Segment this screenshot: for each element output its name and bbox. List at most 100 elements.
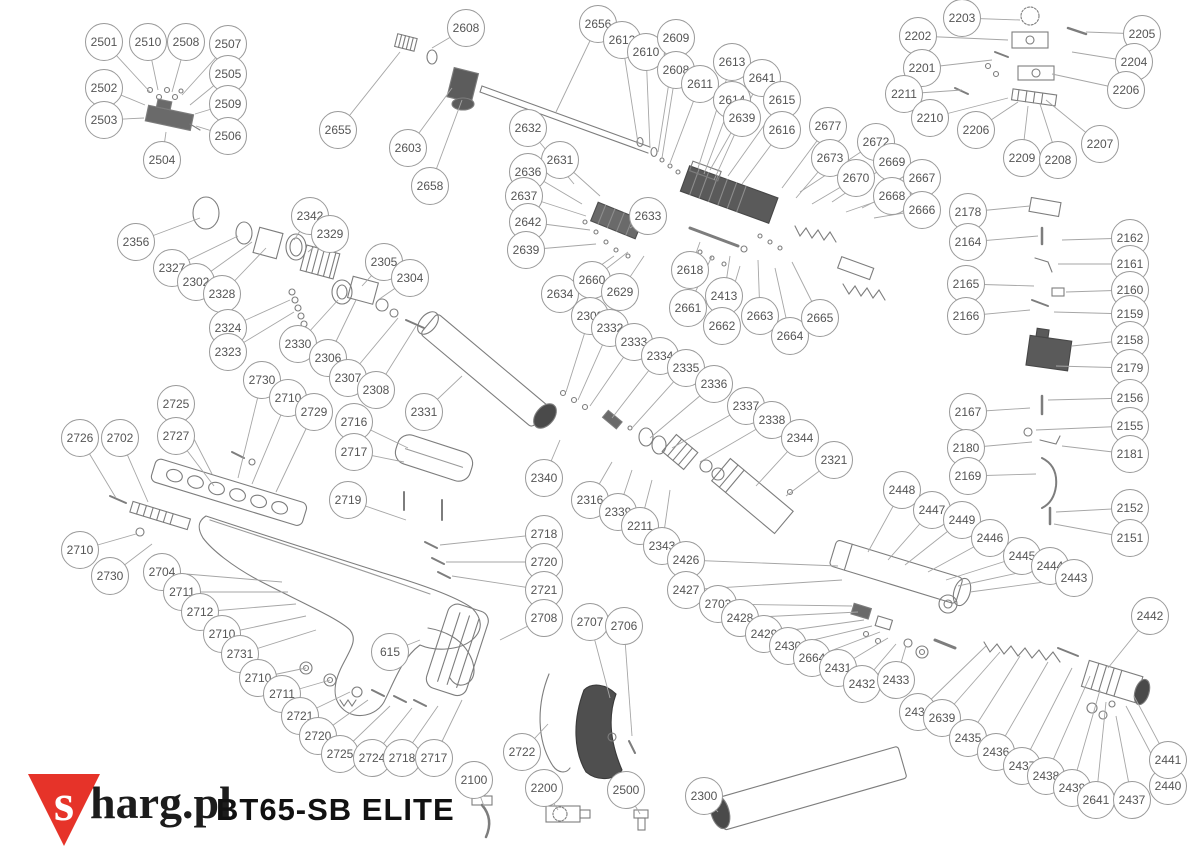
part-balloon-2441: 2441 bbox=[1149, 741, 1187, 779]
part-balloon-2501: 2501 bbox=[85, 23, 123, 61]
part-balloon-2344: 2344 bbox=[781, 419, 819, 457]
part-balloon-2719: 2719 bbox=[329, 481, 367, 519]
part-balloon-2510: 2510 bbox=[129, 23, 167, 61]
part-balloon-2428: 2428 bbox=[721, 599, 759, 637]
part-balloon-2356: 2356 bbox=[117, 223, 155, 261]
part-balloon-2706: 2706 bbox=[605, 607, 643, 645]
part-balloon-2162: 2162 bbox=[1111, 219, 1149, 257]
trigger-group-parts bbox=[1023, 196, 1073, 526]
hammer-springs bbox=[794, 225, 886, 301]
part-balloon-2639: 2639 bbox=[723, 99, 761, 137]
part-balloon-2603: 2603 bbox=[389, 129, 427, 167]
part-balloon-2507: 2507 bbox=[209, 25, 247, 63]
part-balloon-2508: 2508 bbox=[167, 23, 205, 61]
part-balloon-2202: 2202 bbox=[899, 17, 937, 55]
part-balloon-2639: 2639 bbox=[923, 699, 961, 737]
part-balloon-2662: 2662 bbox=[703, 307, 741, 345]
part-balloon-2204: 2204 bbox=[1115, 43, 1153, 81]
valve-chain-parts bbox=[559, 389, 794, 535]
part-balloon-2433: 2433 bbox=[877, 661, 915, 699]
part-balloon-2717: 2717 bbox=[335, 433, 373, 471]
part-balloon-2710: 2710 bbox=[61, 531, 99, 569]
part-balloon-2308: 2308 bbox=[357, 371, 395, 409]
part-balloon-2207: 2207 bbox=[1081, 125, 1119, 163]
rear-sight-parts bbox=[144, 86, 201, 132]
part-balloon-2717: 2717 bbox=[415, 739, 453, 777]
piston-seal-parts bbox=[192, 196, 425, 329]
part-balloon-2340: 2340 bbox=[525, 459, 563, 497]
part-balloon-2609: 2609 bbox=[657, 19, 695, 57]
barrel bbox=[479, 85, 681, 175]
part-balloon-2730: 2730 bbox=[91, 557, 129, 595]
leader-lines bbox=[79, 17, 1169, 815]
part-balloon-2631: 2631 bbox=[541, 141, 579, 179]
part-balloon-2704: 2704 bbox=[143, 553, 181, 591]
part-balloon-2666: 2666 bbox=[903, 191, 941, 229]
part-balloon-2329: 2329 bbox=[311, 215, 349, 253]
receiver-block bbox=[679, 160, 779, 253]
part-balloon-2633: 2633 bbox=[629, 197, 667, 235]
part-balloon-2181: 2181 bbox=[1111, 435, 1149, 473]
cocking-rail bbox=[582, 201, 783, 267]
part-balloon-2667: 2667 bbox=[903, 159, 941, 197]
part-balloon-2504: 2504 bbox=[143, 141, 181, 179]
part-balloon-2304: 2304 bbox=[391, 259, 429, 297]
part-balloon-2164: 2164 bbox=[949, 223, 987, 261]
part-balloon-2443: 2443 bbox=[1055, 559, 1093, 597]
part-balloon-2300: 2300 bbox=[685, 777, 723, 815]
part-balloon-2639: 2639 bbox=[507, 231, 545, 269]
butt-pad bbox=[539, 673, 636, 780]
part-balloon-2725: 2725 bbox=[157, 385, 195, 423]
part-balloon-2211: 2211 bbox=[621, 507, 659, 545]
part-balloon-2502: 2502 bbox=[85, 69, 123, 107]
part-balloon-2661: 2661 bbox=[669, 289, 707, 327]
part-balloon-2611: 2611 bbox=[681, 65, 719, 103]
muzzle-parts bbox=[393, 33, 480, 111]
part-balloon-2722: 2722 bbox=[503, 733, 541, 771]
part-balloon-615: 615 bbox=[371, 633, 409, 671]
part-balloon-2641: 2641 bbox=[1077, 781, 1115, 819]
part-balloon-2151: 2151 bbox=[1111, 519, 1149, 557]
part-balloon-2665: 2665 bbox=[801, 299, 839, 337]
part-balloon-2503: 2503 bbox=[85, 101, 123, 139]
part-balloon-2323: 2323 bbox=[209, 333, 247, 371]
part-balloon-2616: 2616 bbox=[763, 111, 801, 149]
part-balloon-2729: 2729 bbox=[295, 393, 333, 431]
pressure-assembly bbox=[829, 540, 1151, 720]
part-balloon-2707: 2707 bbox=[571, 603, 609, 641]
part-balloon-2206: 2206 bbox=[1107, 71, 1145, 109]
part-balloon-2726: 2726 bbox=[61, 419, 99, 457]
model-title: BT65-SB ELITE bbox=[216, 792, 455, 827]
part-balloon-2618: 2618 bbox=[671, 251, 709, 289]
part-balloon-2506: 2506 bbox=[209, 117, 247, 155]
logo-letter: s bbox=[53, 775, 75, 832]
part-balloon-2655: 2655 bbox=[319, 111, 357, 149]
scope-mount-parts bbox=[954, 6, 1088, 107]
part-balloon-2336: 2336 bbox=[695, 365, 733, 403]
part-balloon-2331: 2331 bbox=[405, 393, 443, 431]
part-balloon-2664: 2664 bbox=[771, 317, 809, 355]
part-balloon-2206: 2206 bbox=[957, 111, 995, 149]
bottom-small-parts bbox=[471, 795, 649, 839]
stock-hardware bbox=[299, 541, 475, 707]
brand-text: harg.pl bbox=[90, 777, 232, 828]
part-balloon-2100: 2100 bbox=[455, 761, 493, 799]
part-balloon-2200: 2200 bbox=[525, 769, 563, 807]
part-balloon-2702: 2702 bbox=[101, 419, 139, 457]
part-balloon-2727: 2727 bbox=[157, 417, 195, 455]
part-balloon-2708: 2708 bbox=[525, 599, 563, 637]
part-balloon-2608: 2608 bbox=[447, 9, 485, 47]
part-balloon-2432: 2432 bbox=[843, 665, 881, 703]
part-balloon-2209: 2209 bbox=[1003, 139, 1041, 177]
part-balloon-2632: 2632 bbox=[509, 109, 547, 147]
part-balloon-2712: 2712 bbox=[181, 593, 219, 631]
part-balloon-2725: 2725 bbox=[321, 735, 359, 773]
part-balloon-2208: 2208 bbox=[1039, 141, 1077, 179]
part-balloon-2321: 2321 bbox=[815, 441, 853, 479]
part-balloon-2718: 2718 bbox=[383, 739, 421, 777]
part-balloon-2673: 2673 bbox=[811, 139, 849, 177]
part-balloon-2663: 2663 bbox=[741, 297, 779, 335]
